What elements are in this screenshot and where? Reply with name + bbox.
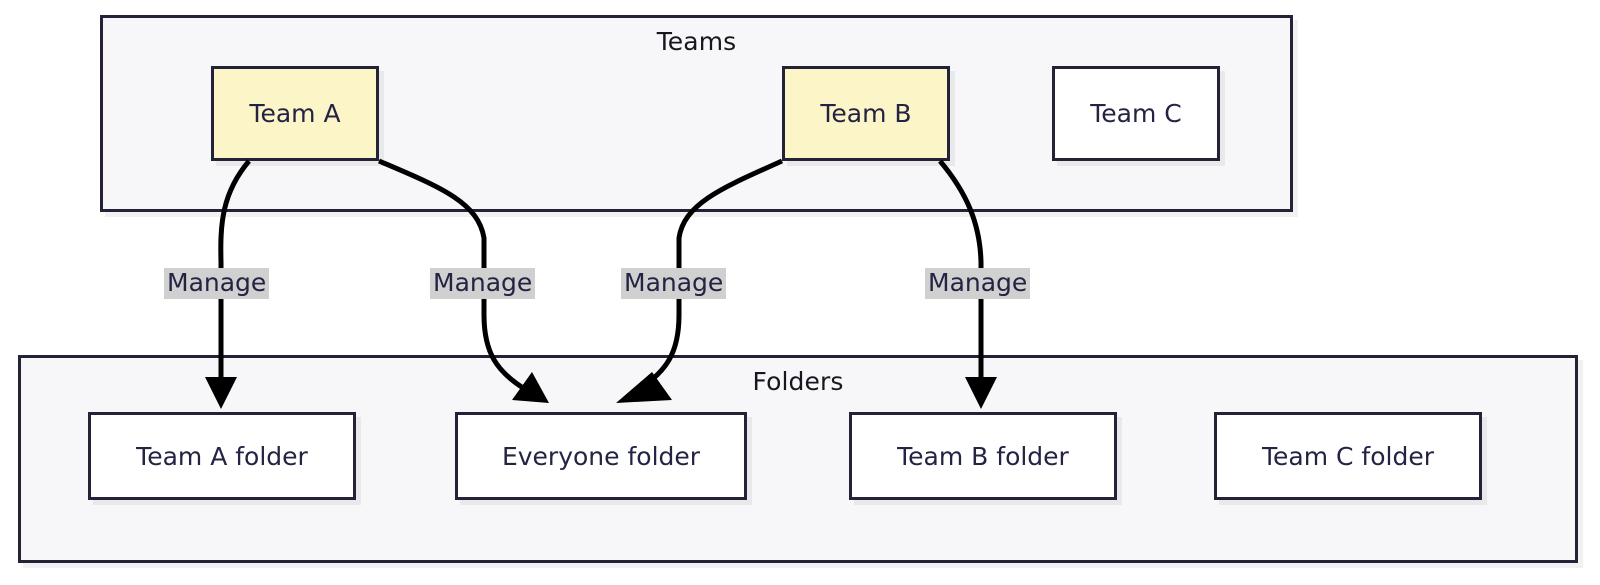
node-team-c-folder[interactable]: Team C folder (1214, 412, 1482, 500)
node-label-team-b: Team B (820, 99, 912, 128)
node-team-a[interactable]: Team A (211, 66, 379, 161)
node-team-b-folder[interactable]: Team B folder (849, 412, 1117, 500)
node-label-team-c-folder: Team C folder (1262, 441, 1434, 471)
node-label-team-b-folder: Team B folder (897, 441, 1069, 471)
edge-label-manage-team-b-to-everyone-folder: Manage (621, 268, 727, 299)
node-label-team-c: Team C (1090, 99, 1182, 128)
node-label-team-a: Team A (249, 99, 341, 128)
node-team-b[interactable]: Team B (782, 66, 950, 161)
group-title-folders: Folders (752, 367, 844, 396)
group-container-folders: Folders Team A folder Everyone folder Te… (18, 355, 1578, 563)
edge-label-manage-team-b-to-team-b-folder: Manage (925, 268, 1031, 299)
edge-label-manage-team-a-to-team-a-folder: Manage (164, 268, 270, 299)
node-team-a-folder[interactable]: Team A folder (88, 412, 356, 500)
node-label-team-a-folder: Team A folder (136, 441, 308, 471)
edge-label-manage-team-a-to-everyone-folder: Manage (430, 268, 536, 299)
node-label-everyone-folder: Everyone folder (501, 441, 701, 471)
node-everyone-folder[interactable]: Everyone folder (455, 412, 747, 500)
group-container-teams: Teams Team A Team B Team C (100, 15, 1293, 212)
group-title-teams: Teams (656, 27, 737, 56)
node-team-c[interactable]: Team C (1052, 66, 1220, 161)
